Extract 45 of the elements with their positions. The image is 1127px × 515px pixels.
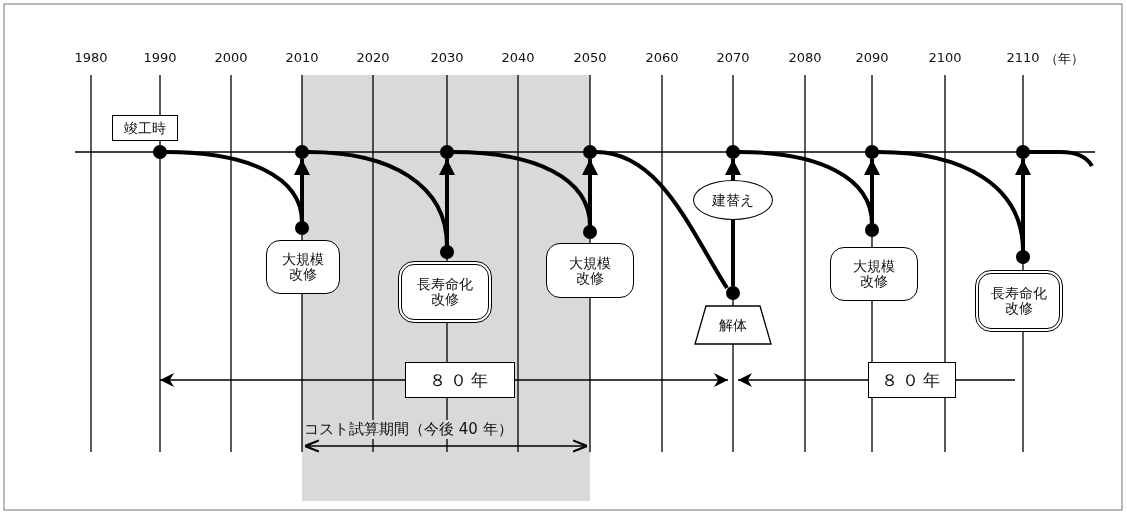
arrow (725, 159, 741, 180)
year-label: 2010 (285, 50, 319, 65)
event-trapezoid: 解体 (694, 305, 772, 345)
connector-line (595, 150, 729, 290)
label-box: ８０年 (405, 362, 515, 398)
year-label: 2030 (430, 50, 464, 65)
timeline-dot (295, 145, 309, 159)
timeline-dot (726, 145, 740, 159)
connector-line (1029, 150, 1094, 168)
year-label: 1990 (143, 50, 177, 65)
timeline-dot (1016, 145, 1030, 159)
timeline-dot (153, 145, 167, 159)
connector-line (731, 220, 735, 286)
arrow (864, 159, 880, 223)
timeline-dot (583, 225, 597, 239)
label-box: ８０年 (868, 362, 956, 398)
year-label: 2070 (716, 50, 750, 65)
year-label: 2080 (788, 50, 822, 65)
year-label: 2060 (645, 50, 679, 65)
year-label: 2000 (214, 50, 248, 65)
year-label: 2090 (855, 50, 889, 65)
event-box: 大規模改修 (266, 240, 340, 294)
event-box: 大規模改修 (546, 243, 634, 298)
unit-label: （年） (1045, 50, 1084, 68)
timeline-dot (295, 221, 309, 235)
timeline-dot (1016, 250, 1030, 264)
label-box: 竣工時 (112, 115, 178, 141)
year-label: 2020 (356, 50, 390, 65)
event-box: 長寿命化改修 (975, 270, 1063, 332)
year-label: 2110 (1006, 50, 1040, 65)
arrow (582, 159, 598, 225)
event-box: 大規模改修 (830, 247, 918, 301)
timeline-dot (865, 145, 879, 159)
event-ellipse: 建替え (693, 180, 773, 220)
event-box: 長寿命化改修 (398, 261, 492, 323)
year-label: 1980 (74, 50, 108, 65)
arrow (439, 159, 455, 245)
arrow (294, 159, 310, 221)
year-label: 2040 (501, 50, 535, 65)
timeline-dot (583, 145, 597, 159)
year-label: 2100 (928, 50, 962, 65)
year-label: 2050 (573, 50, 607, 65)
arrow (1015, 159, 1031, 250)
timeline-dot (865, 223, 879, 237)
timeline-dot (726, 286, 740, 300)
